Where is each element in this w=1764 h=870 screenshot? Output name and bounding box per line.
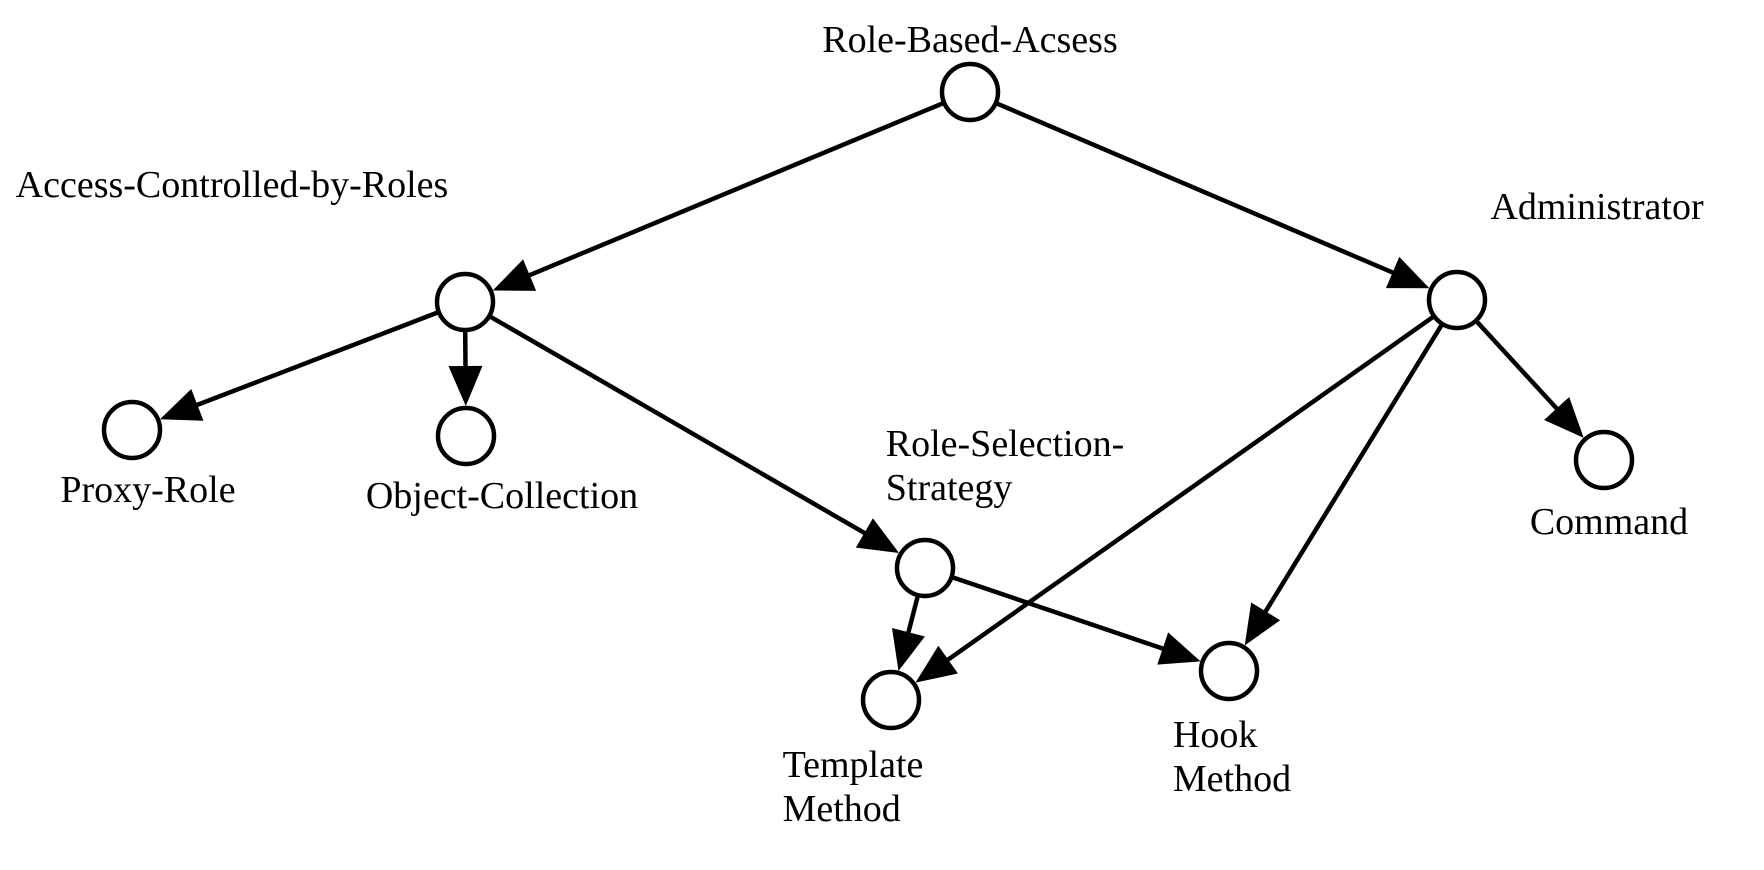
edge-admin-to-hook-arrowhead-icon (1244, 602, 1281, 646)
edge-admin-to-hook (1260, 324, 1444, 618)
nodes-layer (101, 61, 1635, 731)
node-label-role-selection-strategy-line-2: Strategy (885, 467, 1013, 509)
node-label-command-line-1: Command (1529, 501, 1689, 543)
node-label-proxy-role-line-1: Proxy-Role (60, 469, 236, 511)
node-label-access-controlled-by-roles-line-1: Access-Controlled-by-Roles (15, 164, 449, 206)
edge-strategy-to-hook-arrowhead-icon (1157, 632, 1201, 665)
edge-admin-to-template-arrowhead-icon (915, 645, 958, 683)
node-label-role-based-acsess: Role-Based-Acsess (822, 18, 1117, 62)
node-label-administrator: Administrator (1490, 185, 1703, 229)
node-label-administrator-line-1: Administrator (1490, 186, 1704, 228)
node-circle-object-collection[interactable] (435, 405, 497, 467)
edges-layer (160, 101, 1584, 683)
edge-access-to-proxy (190, 310, 438, 410)
node-circle-proxy-role[interactable] (101, 399, 163, 461)
edge-admin-to-command-arrowhead-icon (1544, 396, 1584, 438)
node-circle-command[interactable] (1573, 429, 1635, 491)
node-circle-hook-method[interactable] (1198, 640, 1260, 702)
edge-access-to-strategy-arrowhead-icon (855, 518, 900, 553)
edge-access-to-strategy (489, 315, 871, 538)
edge-strategy-to-template-arrowhead-icon (891, 627, 925, 671)
node-label-role-based-acsess-line-1: Role-Based-Acsess (822, 19, 1118, 61)
node-label-access-controlled-by-roles: Access-Controlled-by-Roles (16, 163, 449, 207)
node-circle-role-based-acsess[interactable] (939, 61, 1001, 123)
node-label-object-collection-line-1: Object-Collection (365, 475, 639, 517)
edge-strategy-to-template (904, 596, 920, 639)
node-label-template-method-line-2: Method (782, 788, 901, 830)
node-label-hook-method-line-1: Hook (1172, 714, 1258, 756)
edge-root-to-access-arrowhead-icon (492, 259, 537, 291)
node-label-command: Command (1530, 500, 1688, 544)
node-label-hook-method-line-2: Method (1172, 758, 1292, 800)
node-label-object-collection: Object-Collection (366, 474, 638, 518)
edge-root-to-access (523, 101, 944, 280)
node-label-role-selection-strategy: Role-Selection-Strategy (886, 422, 1124, 510)
edge-root-to-admin (996, 101, 1400, 277)
node-label-role-selection-strategy-line-1: Role-Selection- (885, 423, 1125, 465)
edge-admin-to-template (941, 315, 1434, 665)
edge-strategy-to-hook (952, 575, 1170, 653)
node-circle-access-controlled-by-roles[interactable] (434, 271, 496, 333)
node-circle-role-selection-strategy[interactable] (894, 537, 956, 599)
edge-admin-to-command (1475, 320, 1563, 415)
node-circle-template-method[interactable] (860, 669, 922, 731)
node-circle-administrator[interactable] (1426, 269, 1488, 331)
node-label-proxy-role: Proxy-Role (60, 468, 235, 512)
node-label-template-method-line-1: Template (782, 744, 924, 786)
edge-root-to-admin-arrowhead-icon (1385, 256, 1430, 289)
edge-access-to-objcoll-arrowhead-icon (448, 365, 483, 407)
edge-access-to-proxy-arrowhead-icon (160, 389, 204, 421)
